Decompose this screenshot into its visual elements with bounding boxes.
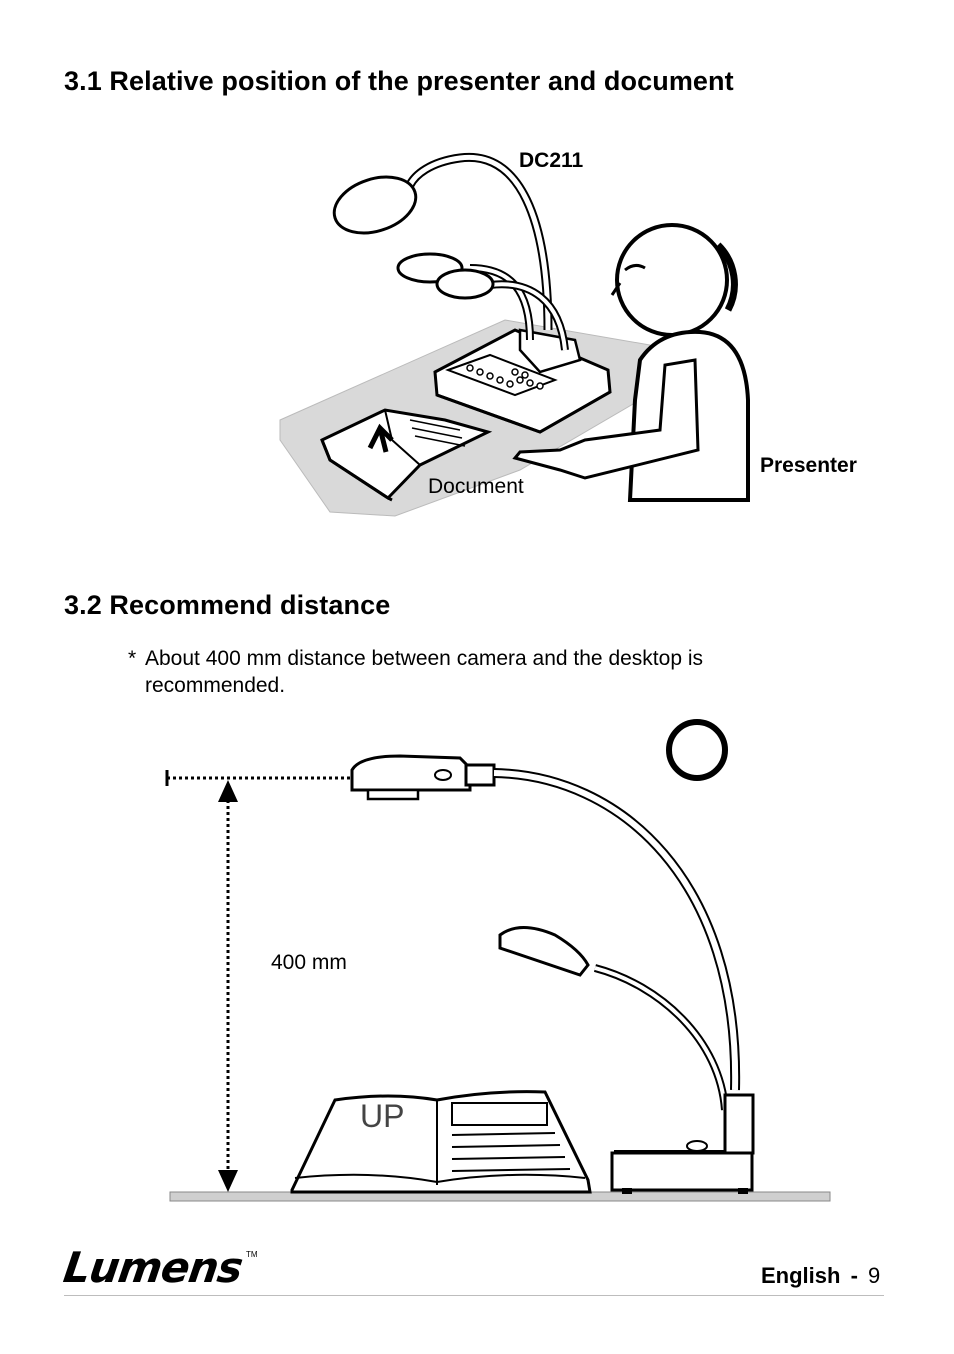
lower-camera-head bbox=[498, 926, 590, 977]
distance-illustration bbox=[165, 719, 831, 1202]
section-title-relative-position: 3.1 Relative position of the presenter a… bbox=[64, 66, 734, 96]
lower-arm bbox=[593, 964, 729, 1111]
footer-rule bbox=[64, 1295, 884, 1296]
label-model: DC211 bbox=[519, 149, 584, 172]
note-bullet: * bbox=[128, 647, 137, 670]
note-text: About 400 mm distance between camera and… bbox=[145, 647, 703, 697]
page-indicator: English - 9 bbox=[761, 1263, 880, 1289]
lumens-logo: Lumens bbox=[60, 1243, 246, 1292]
presenter-document-illustration bbox=[279, 152, 750, 517]
distance-label: 400 mm bbox=[271, 951, 347, 974]
presenter-arm bbox=[512, 358, 700, 480]
distance-note: * About 400 mm distance between camera a… bbox=[128, 645, 788, 699]
label-document: Document bbox=[428, 475, 524, 498]
camera-head bbox=[332, 175, 418, 235]
arrow-up-icon bbox=[218, 780, 238, 802]
circle-ok-icon bbox=[666, 719, 728, 781]
book-up-text: UP bbox=[360, 1098, 405, 1134]
footer-language: English bbox=[761, 1263, 841, 1288]
trademark-mark: TM bbox=[246, 1250, 258, 1259]
section-title-recommend-distance: 3.2 Recommend distance bbox=[64, 590, 391, 620]
label-presenter: Presenter bbox=[760, 454, 857, 477]
footer-separator: - bbox=[850, 1263, 858, 1288]
arrow-down-icon bbox=[218, 1170, 238, 1192]
camera-base-side bbox=[610, 1151, 754, 1192]
page-number: 9 bbox=[868, 1263, 881, 1288]
upper-camera-head bbox=[350, 754, 472, 792]
